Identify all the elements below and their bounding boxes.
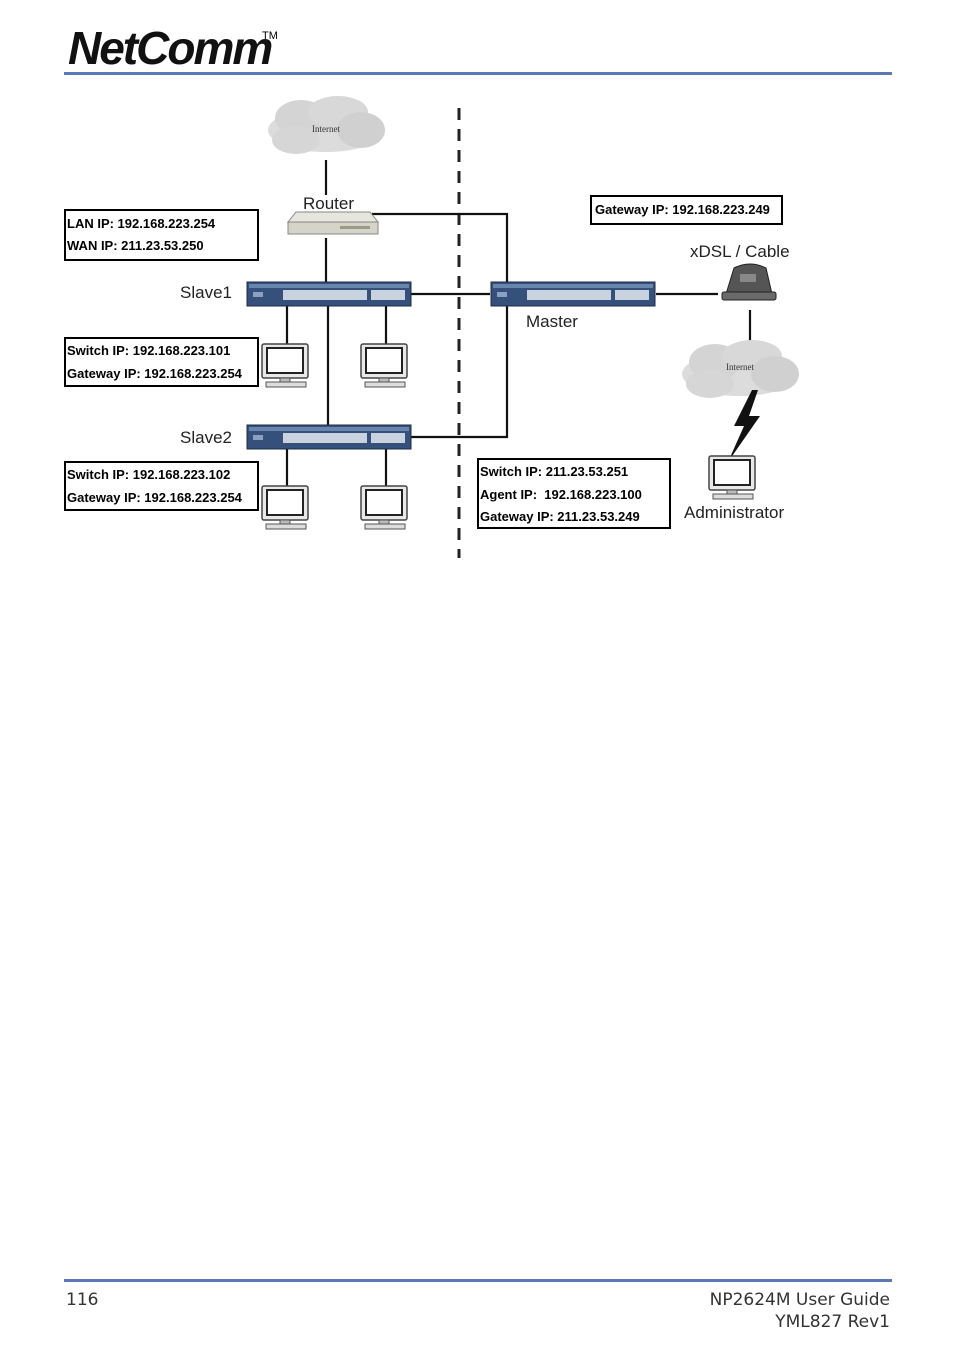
internet-cloud-top: Internet xyxy=(268,96,385,154)
router-label: Router xyxy=(303,194,354,213)
switch-ip-text: Switch IP: 192.168.223.101 xyxy=(67,343,230,358)
slave1-switch-icon xyxy=(246,281,412,307)
gateway-ip-text: Gateway IP: 192.168.223.254 xyxy=(67,490,243,505)
master-info-box: Switch IP: 211.23.53.251 Agent IP: 192.1… xyxy=(477,458,671,529)
footer-guide-info: NP2624M User Guide YML827 Rev1 xyxy=(710,1289,890,1333)
slave2-info-box: Switch IP: 192.168.223.102 Gateway IP: 1… xyxy=(64,461,259,511)
router-info-box: LAN IP: 192.168.223.254 WAN IP: 211.23.5… xyxy=(64,209,259,261)
pc-icon xyxy=(261,343,309,388)
internet-cloud-right: Internet xyxy=(682,340,799,398)
master-switch-icon xyxy=(490,281,656,307)
gateway-ip-text: Gateway IP: 211.23.53.249 xyxy=(480,509,640,524)
slave1-label: Slave1 xyxy=(180,283,232,302)
xdsl-label: xDSL / Cable xyxy=(690,242,790,261)
modem-icon xyxy=(721,263,777,301)
gateway-info-box: Gateway IP: 192.168.223.249 xyxy=(590,195,783,225)
netcomm-logo: NetComm xyxy=(68,22,273,70)
lightning-icon xyxy=(728,390,760,462)
internet-label: Internet xyxy=(726,362,754,372)
slave1-info-box: Switch IP: 192.168.223.101 Gateway IP: 1… xyxy=(64,337,259,387)
revision: YML827 Rev1 xyxy=(775,1312,890,1332)
pc-icon xyxy=(360,485,408,530)
agent-ip-text: Agent IP: 192.168.223.100 xyxy=(480,487,642,502)
wan-ip-text: WAN IP: 211.23.53.250 xyxy=(67,238,204,253)
router-icon xyxy=(286,211,380,235)
gateway-ip-text: Gateway IP: 192.168.223.249 xyxy=(595,202,770,217)
trademark-mark: TM xyxy=(262,30,278,42)
internet-label: Internet xyxy=(312,124,340,134)
gateway-ip-text: Gateway IP: 192.168.223.254 xyxy=(67,366,243,381)
page-number: 116 xyxy=(66,1290,99,1310)
administrator-label: Administrator xyxy=(684,503,784,522)
lan-ip-text: LAN IP: 192.168.223.254 xyxy=(67,216,216,231)
guide-title: NP2624M User Guide xyxy=(709,1290,890,1310)
header-rule xyxy=(64,72,892,75)
logo-text: NetComm xyxy=(68,22,271,70)
connection-lines xyxy=(285,160,752,488)
administrator-pc-icon xyxy=(708,455,756,500)
master-label: Master xyxy=(526,312,578,331)
network-diagram: Internet Internet Router Slave1 Slave2 M… xyxy=(64,96,799,558)
switch-ip-text: Switch IP: 211.23.53.251 xyxy=(480,464,628,479)
switch-ip-text: Switch IP: 192.168.223.102 xyxy=(67,467,230,482)
slave2-label: Slave2 xyxy=(180,428,232,447)
pc-icon xyxy=(261,485,309,530)
slave2-switch-icon xyxy=(246,424,412,450)
pc-icon xyxy=(360,343,408,388)
footer-rule xyxy=(64,1279,892,1282)
